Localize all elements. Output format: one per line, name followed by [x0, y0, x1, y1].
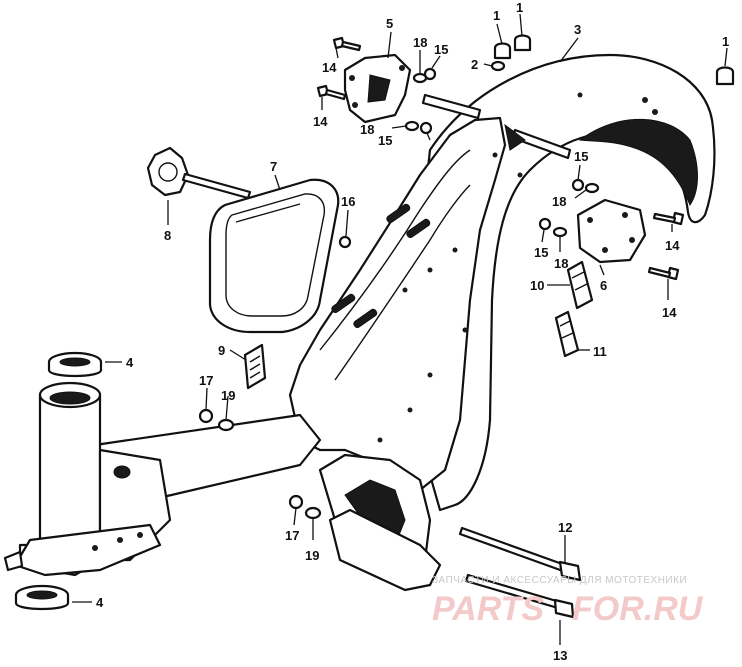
callout-1c: 1: [722, 34, 729, 49]
callout-17a: 17: [199, 373, 213, 388]
callout-3: 3: [574, 22, 581, 37]
watermark-brand-right: FOR.RU: [572, 590, 704, 628]
nut-17b: [288, 494, 304, 510]
washer-2: [490, 60, 506, 72]
nut-17a: [198, 408, 214, 424]
decal-11: [554, 310, 580, 358]
callout-19b: 19: [305, 548, 319, 563]
callout-16: 16: [341, 194, 355, 209]
bracket-6: [576, 198, 647, 264]
callout-labels: 1 1 1 2 3 4 4 5 6 7 8 9 10 11 12 13 14 1…: [96, 0, 729, 663]
washer-18d: [552, 226, 568, 238]
watermark: ЗАПЧАСТИ И АКСЕССУАРЫ ДЛЯ МОТОТЕХНИКИ PA…: [432, 575, 704, 628]
nut-15a: [423, 67, 437, 81]
bearing-race-lower: [14, 584, 70, 611]
callout-5: 5: [386, 16, 393, 31]
callout-9: 9: [218, 343, 225, 358]
callout-18c: 18: [552, 194, 566, 209]
callout-18b: 18: [360, 122, 374, 137]
callout-14d: 14: [662, 305, 677, 320]
bolt-14b: [316, 84, 347, 101]
callout-8: 8: [164, 228, 171, 243]
callout-17b: 17: [285, 528, 299, 543]
bracket-5: [343, 53, 412, 124]
washer-19b: [304, 506, 322, 520]
callout-14a: 14: [322, 60, 337, 75]
nut-15c: [571, 178, 585, 192]
bolt-14d: [647, 266, 680, 281]
callout-15a: 15: [434, 42, 448, 57]
callout-15c: 15: [574, 149, 588, 164]
callout-19a: 19: [221, 388, 235, 403]
callout-12: 12: [558, 520, 572, 535]
callout-6: 6: [600, 278, 607, 293]
decal-9: [243, 343, 267, 390]
bolt-13: [464, 573, 575, 619]
head-tube-assembly: [3, 381, 322, 577]
callout-13: 13: [553, 648, 567, 663]
callout-18d: 18: [554, 256, 568, 271]
nut-15d: [538, 217, 552, 231]
callout-14c: 14: [665, 238, 680, 253]
washer-18b: [404, 120, 420, 132]
cap-nut-1c: [715, 66, 735, 86]
watermark-brand-left: PARTS: [432, 590, 544, 628]
callout-2: 2: [471, 57, 478, 72]
bolt-14c: [652, 211, 685, 226]
bolt-14a: [332, 36, 362, 52]
bearing-race-upper: [47, 351, 103, 378]
callout-15d: 15: [534, 245, 548, 260]
watermark-tagline: ЗАПЧАСТИ И АКСЕССУАРЫ ДЛЯ МОТОТЕХНИКИ: [432, 575, 687, 586]
cap-nut-1a: [493, 42, 512, 60]
frame-body: [288, 53, 716, 592]
callout-11: 11: [593, 344, 607, 359]
callout-10: 10: [530, 278, 544, 293]
washer-18c: [584, 182, 600, 194]
washer-18a: [412, 72, 428, 84]
decal-10: [566, 260, 594, 310]
callout-1b: 1: [516, 0, 523, 15]
knob-bolt: [146, 146, 252, 200]
cap-nut-1b: [513, 34, 532, 52]
callout-15b: 15: [378, 133, 392, 148]
washer-19a: [217, 418, 235, 432]
leader-lines: [72, 13, 728, 645]
bolt-12: [458, 526, 582, 582]
callout-14b: 14: [313, 114, 328, 129]
callout-4b: 4: [96, 595, 104, 610]
callout-1a: 1: [493, 8, 500, 23]
callout-4a: 4: [126, 355, 134, 370]
callout-7: 7: [270, 159, 277, 174]
nut-15b: [419, 121, 433, 135]
air-cleaner-cover: [208, 178, 340, 334]
nut-16: [338, 235, 352, 249]
callout-18a: 18: [413, 35, 427, 50]
